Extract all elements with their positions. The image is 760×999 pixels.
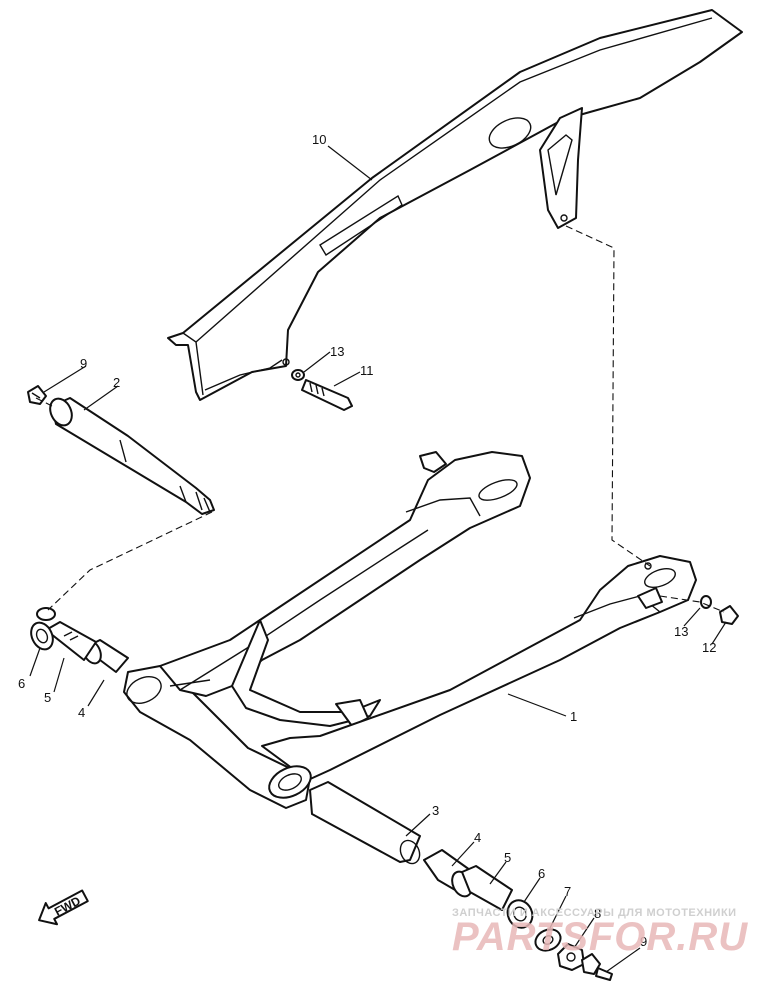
callout-7: 7 [564,884,571,899]
collar-5-left [45,621,97,661]
forward-direction-arrow: FWD [38,889,89,926]
callout-4-right: 4 [474,830,481,845]
bolt-9-upper [27,385,47,405]
callout-1: 1 [570,709,577,724]
callout-5-left: 5 [44,690,51,705]
callout-12: 12 [702,640,716,655]
callout-4-left: 4 [78,705,85,720]
watermark-brand: PARTSFOR.RU [452,915,748,959]
watermark: ЗАПЧАСТИ И АКСЕССУАРЫ ДЛЯ МОТОТЕХНИКИ PA… [452,907,748,959]
callout-2: 2 [113,375,120,390]
callout-6-left: 6 [18,676,25,691]
callout-9-lower: 9 [640,934,647,949]
watermark-tagline: ЗАПЧАСТИ И АКСЕССУАРЫ ДЛЯ МОТОТЕХНИКИ [452,907,737,919]
washer-7 [534,928,562,952]
callout-9-upper: 9 [80,356,87,371]
collar-5-right [461,865,513,911]
bolt-9-lower [581,953,613,981]
callout-13-lower: 13 [674,624,688,639]
callout-13-upper: 13 [330,344,344,359]
callout-8: 8 [594,906,601,921]
chain-guard [167,9,743,401]
bolt-12 [719,605,739,625]
callout-6-right: 6 [538,866,545,881]
callout-11: 11 [360,363,374,378]
washer-13-upper [291,369,305,381]
assembly-lines [35,225,725,613]
swing-arm [123,451,697,809]
callouts: 10 9 2 13 11 6 5 4 1 13 12 3 4 5 6 7 8 9 [18,132,716,949]
leader-lines [29,145,727,973]
bolt-11 [301,379,353,411]
callout-10: 10 [312,132,326,147]
pivot-shaft [49,397,215,515]
callout-3: 3 [432,803,439,818]
callout-5-right: 5 [504,850,511,865]
bushing-3 [309,781,421,865]
seal-6-left [30,607,56,651]
seal-6-right [506,899,534,929]
